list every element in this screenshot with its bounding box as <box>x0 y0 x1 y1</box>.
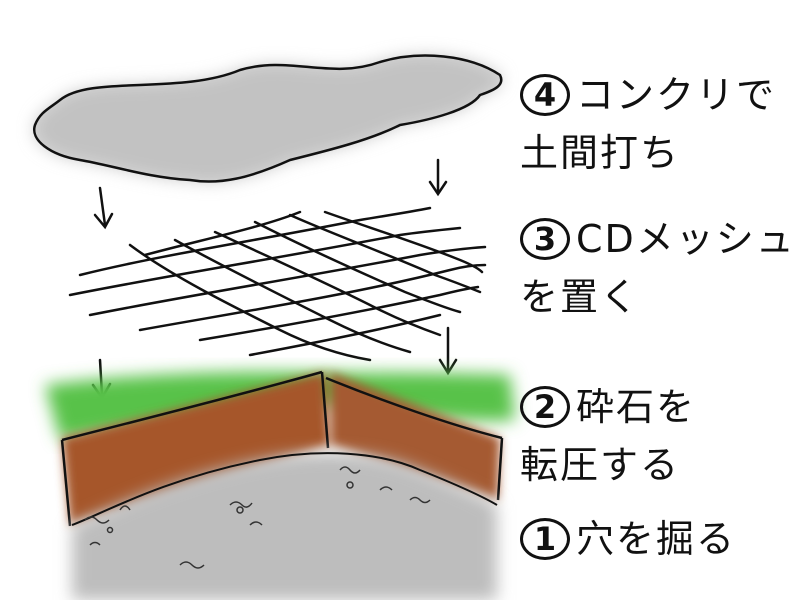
step-1: 1 穴を掘る <box>520 517 737 568</box>
step-number: 3 <box>520 218 570 260</box>
step-label-line2: 土間打ち <box>520 131 681 175</box>
step-number: 1 <box>520 518 570 560</box>
step-label-line2: を置く <box>520 275 641 319</box>
step-label-line2: 転圧する <box>520 443 681 487</box>
step-label-line1: コンクリで <box>576 73 777 117</box>
step-label-line1: 砕石を <box>576 385 697 429</box>
arrow-down-icon <box>428 158 448 197</box>
step-2: 2 砕石を 転圧する <box>520 385 697 494</box>
step-3: 3 CDメッシュ を置く <box>520 217 796 326</box>
wooden-formwork <box>60 370 504 527</box>
arrow-down-icon <box>93 186 114 230</box>
arrow-down-icon <box>438 326 458 376</box>
gravel-layer <box>71 452 498 600</box>
concrete-slab <box>33 54 503 183</box>
step-label-line1: CDメッシュ <box>576 217 796 261</box>
step-label-line1: 穴を掘る <box>576 517 737 561</box>
cd-mesh <box>68 206 487 362</box>
step-number: 4 <box>520 74 570 116</box>
step-4: 4 コンクリで 土間打ち <box>520 73 777 182</box>
step-number: 2 <box>520 386 570 428</box>
